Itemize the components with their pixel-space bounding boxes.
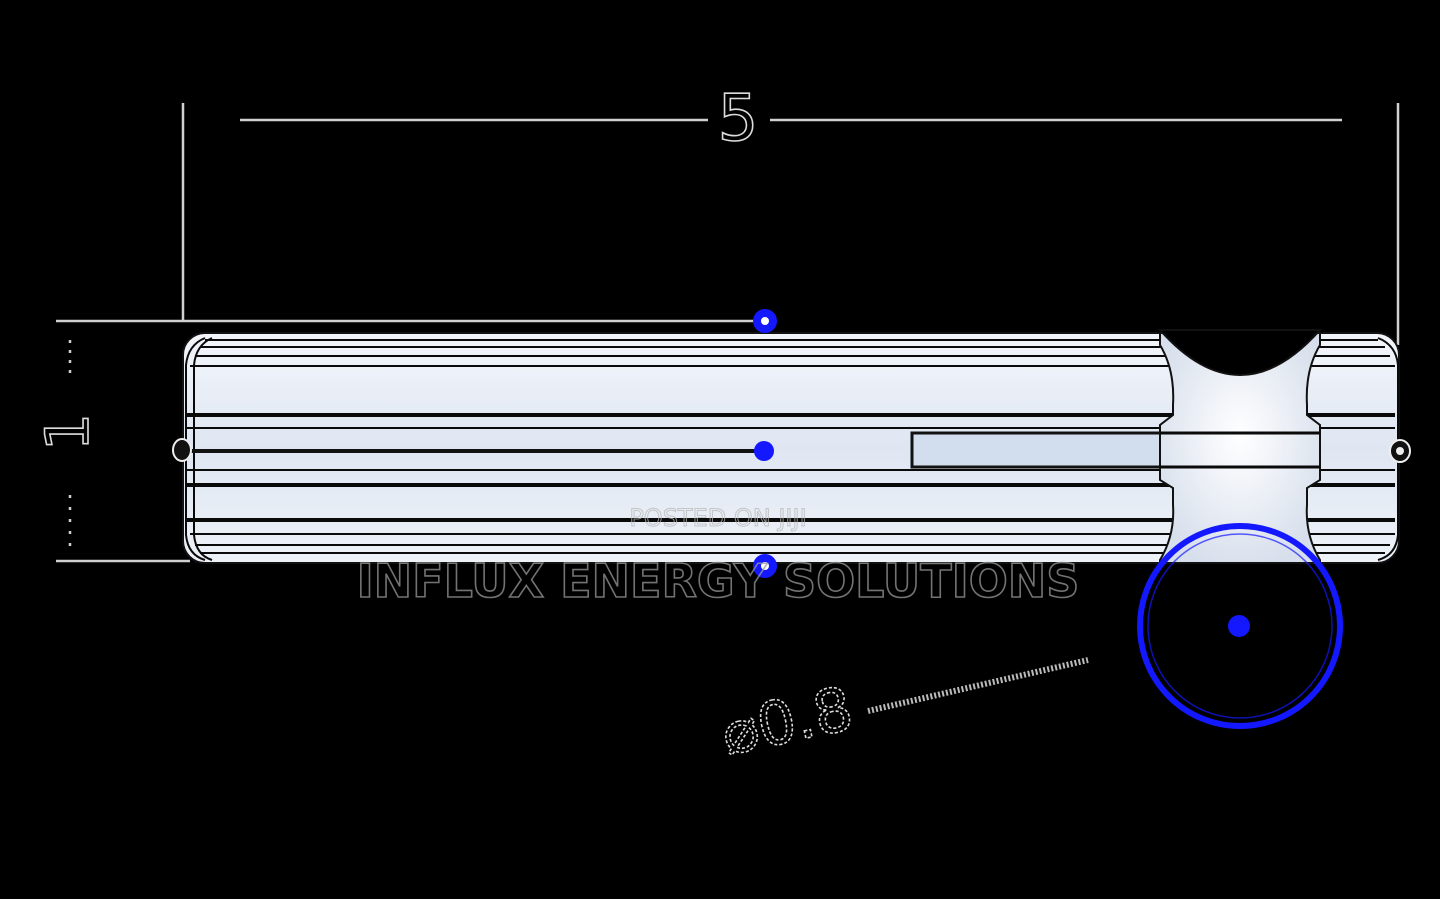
reference-point-center <box>754 441 774 461</box>
diameter-center-point <box>1228 615 1250 637</box>
height-dimension: 1 <box>32 319 760 563</box>
reference-point-bottom-center <box>761 562 769 570</box>
reference-points <box>753 309 777 578</box>
watermarks: POSTED ON JIJI INFLUX ENERGY SOLUTIONS <box>356 504 1080 609</box>
diameter-circle-outer <box>1137 523 1343 729</box>
reference-point-top-center <box>761 317 769 325</box>
diameter-circle-inner <box>1147 533 1333 719</box>
diameter-dimension-label: ⌀0.8 <box>716 674 859 770</box>
axis-end-right-center <box>1396 447 1404 455</box>
length-dimension: 5 <box>181 81 1400 345</box>
groove-knob <box>1157 329 1323 564</box>
top-notch <box>1157 329 1323 376</box>
height-dimension-label: 1 <box>33 413 103 451</box>
watermark-large: INFLUX ENERGY SOLUTIONS <box>357 554 1080 608</box>
axis-end-left <box>172 438 192 462</box>
diameter-leader-line <box>867 657 1089 714</box>
watermark-small: POSTED ON JIJI <box>629 504 806 532</box>
length-dimension-label: 5 <box>718 82 759 156</box>
